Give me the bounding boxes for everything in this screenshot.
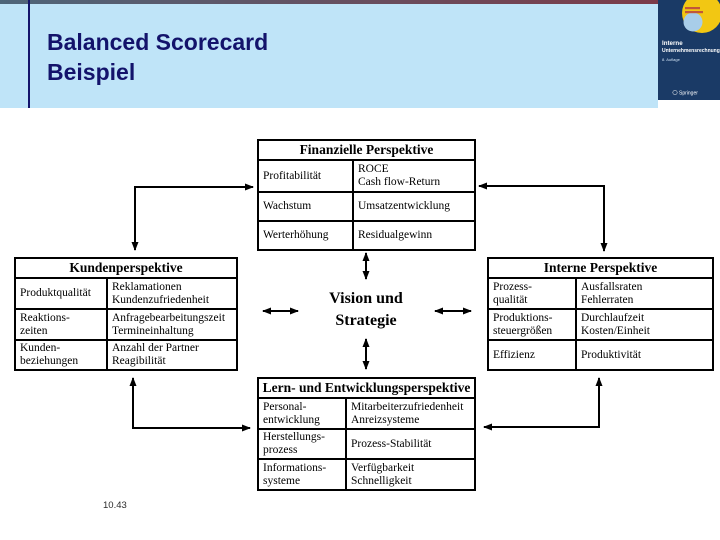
internal-row-measures: Produktivität [575,339,714,371]
customer-table-title: Kundenperspektive [14,257,238,279]
connector-internal-learning [483,377,603,431]
internal-row-label: Prozess- qualität [487,277,577,310]
financial-row-label: Profitabilität [257,159,354,193]
learning-row-measures: Prozess-Stabilität [345,428,476,460]
internal-row-measures: Ausfallsraten Fehlerraten [575,277,714,310]
cover-publisher: Springer [679,91,698,97]
vision-strategy-label: Vision und Strategie [296,288,436,332]
connector-customer-learning [129,377,251,432]
book-cover-logo: Interne Unternehmensrechnung 8. Auflage … [658,0,720,100]
slide-title-line1: Balanced Scorecard [47,29,269,55]
cover-title-line1: Interne [662,40,683,47]
customer-row-label: Kunden- beziehungen [14,339,108,371]
slide-title: Balanced Scorecard Beispiel [47,27,268,87]
learning-perspective-table: Lern- und Entwicklungsperspektive Person… [257,377,476,491]
header-band [0,0,658,108]
financial-perspective-table: Finanzielle Perspektive Profitabilität R… [257,139,476,251]
vision-line2: Strategie [335,312,397,329]
header-vertical-rule [28,0,30,108]
internal-row-measures: Durchlaufzeit Kosten/Einheit [575,308,714,341]
learning-row-measures: Mitarbeiterzufriedenheit Anreizsysteme [345,397,476,430]
financial-row-label: Werterhöhung [257,220,354,251]
page-number: 10.43 [103,500,127,511]
internal-perspective-table: Interne Perspektive Prozess- qualität Au… [487,257,714,371]
financial-row-measures: ROCE Cash flow-Return [352,159,476,193]
learning-row-measures: Verfügbarkeit Schnelligkeit [345,458,476,491]
learning-table-title: Lern- und Entwicklungsperspektive [257,377,476,399]
internal-row-label: Effizienz [487,339,577,371]
financial-row-measures: Umsatzentwicklung [352,191,476,222]
cover-title-line2: Unternehmensrechnung [662,48,720,54]
cover-edition: 8. Auflage [662,57,681,62]
slide-title-line2: Beispiel [47,59,136,85]
financial-row-measures: Residualgewinn [352,220,476,251]
connector-customer-financial [131,183,254,251]
customer-perspective-table: Kundenperspektive Produktqualität Reklam… [14,257,238,371]
financial-row-label: Wachstum [257,191,354,222]
customer-row-measures: Anzahl der Partner Reagibilität [106,339,238,371]
connector-financial-internal [478,182,608,252]
internal-table-title: Interne Perspektive [487,257,714,279]
cover-author-line1 [685,7,700,10]
cover-author-line2 [685,11,703,14]
cover-publisher-mark [672,90,678,95]
financial-table-title: Finanzielle Perspektive [257,139,476,161]
internal-row-label: Produktions- steuergrößen [487,308,577,341]
cover-bluecircle-fallback [683,12,703,32]
vision-line1: Vision und [329,290,403,307]
learning-row-label: Informations- systeme [257,458,347,491]
header-accent-bar [0,0,658,4]
customer-row-label: Reaktions- zeiten [14,308,108,341]
learning-row-label: Herstellungs- prozess [257,428,347,460]
customer-row-measures: Anfragebearbeitungszeit Termineinhaltung [106,308,238,341]
learning-row-label: Personal- entwicklung [257,397,347,430]
customer-row-label: Produktqualität [14,277,108,310]
customer-row-measures: Reklamationen Kundenzufriedenheit [106,277,238,310]
